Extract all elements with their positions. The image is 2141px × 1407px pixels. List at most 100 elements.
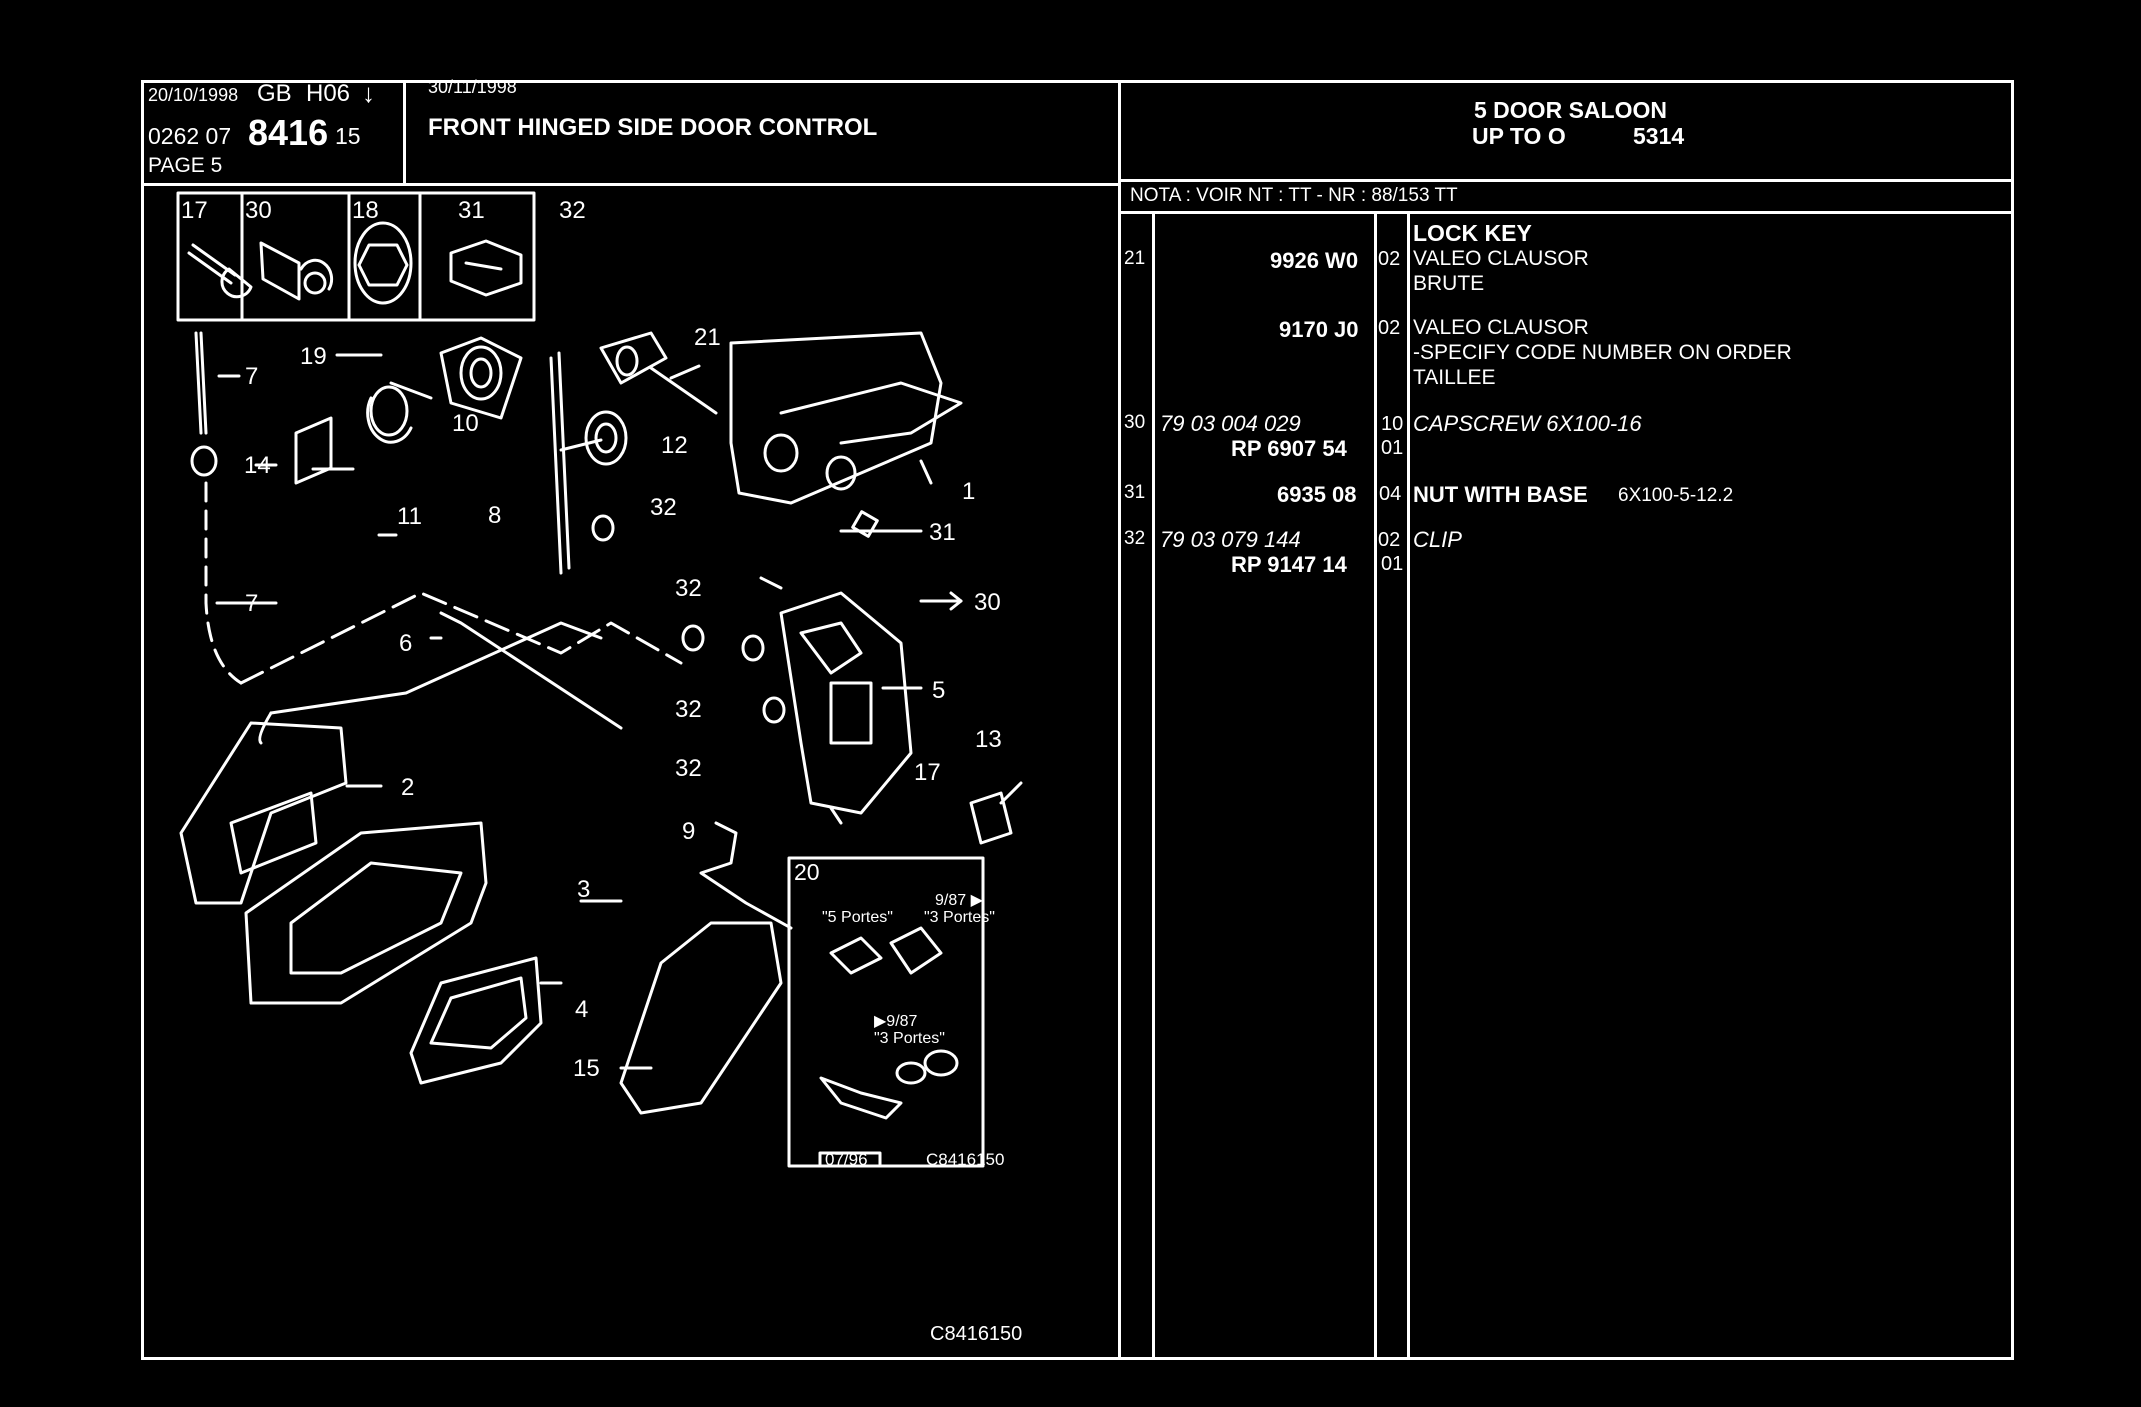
clip-icon bbox=[449, 239, 523, 297]
note-line: NOTA : VOIR NT : TT - NR : 88/153 TT bbox=[1130, 185, 1458, 206]
latch-5 bbox=[779, 591, 913, 815]
callout-17: 17 bbox=[181, 197, 208, 224]
callout-6: 6 bbox=[399, 630, 412, 657]
callout-1: 1 bbox=[962, 478, 975, 505]
callout-30: 30 bbox=[245, 197, 272, 224]
inset-label-3-portes-top: "3 Portes" bbox=[924, 909, 995, 926]
callout-32: 32 bbox=[675, 575, 702, 602]
part-qty: 01 bbox=[1381, 437, 1404, 459]
callout-32: 32 bbox=[650, 494, 677, 521]
part-desc: LOCK KEY bbox=[1413, 220, 1532, 246]
callout-31: 31 bbox=[458, 197, 485, 224]
callout-4: 4 bbox=[575, 996, 588, 1023]
part-qty: 10 bbox=[1381, 413, 1404, 435]
inset-label-5-portes: "5 Portes" bbox=[822, 909, 893, 926]
header-date-right: 30/11/1998 bbox=[428, 77, 517, 97]
callout-5: 5 bbox=[932, 677, 945, 704]
part-qty: 04 bbox=[1379, 483, 1402, 505]
callout-7: 7 bbox=[245, 590, 258, 617]
callout-3: 3 bbox=[577, 876, 590, 903]
key-21 bbox=[599, 331, 718, 415]
header-region: GB bbox=[257, 80, 292, 107]
down-arrow-icon: ↓ bbox=[362, 78, 375, 108]
callout-31: 31 bbox=[929, 519, 956, 546]
model-line2-b: 5314 bbox=[1633, 123, 1685, 149]
part-qty: 02 bbox=[1378, 317, 1401, 339]
part-number: 79 03 079 144 bbox=[1160, 527, 1301, 552]
part-desc: TAILLEE bbox=[1413, 366, 1496, 389]
rod-6 bbox=[269, 621, 603, 715]
header-ref-main: 8416 bbox=[248, 112, 329, 153]
inset-label-9-87-left: ▶9/87 bbox=[874, 1013, 918, 1030]
inset-label-3-portes-bottom: "3 Portes" bbox=[874, 1030, 945, 1047]
header-divider-right bbox=[1118, 179, 2014, 182]
part-desc: VALEO CLAUSOR bbox=[1413, 316, 1589, 339]
callout-17: 17 bbox=[914, 759, 941, 786]
header-ref-prefix: 0262 07 bbox=[148, 123, 232, 149]
callout-30: 30 bbox=[974, 589, 1001, 616]
bezel-4 bbox=[409, 956, 543, 1085]
callout-32: 32 bbox=[675, 755, 702, 782]
callout-8: 8 bbox=[488, 502, 501, 529]
clip-11 bbox=[294, 416, 333, 485]
header-ref-suffix: 15 bbox=[335, 123, 361, 149]
diagram-code: C8416150 bbox=[930, 1323, 1022, 1345]
part-number: 79 03 004 029 bbox=[1160, 411, 1301, 436]
inset-number: 20 bbox=[794, 859, 820, 885]
part-number: 6935 08 bbox=[1277, 482, 1357, 507]
lock-10 bbox=[439, 336, 523, 420]
model-line1: 5 DOOR SALOON bbox=[1474, 97, 1667, 123]
model-line2-a: UP TO O bbox=[1472, 123, 1566, 149]
col-line-number bbox=[1374, 211, 1377, 1360]
callout-12: 12 bbox=[661, 432, 688, 459]
lock-barrel-icon bbox=[259, 241, 334, 301]
panel-divider bbox=[1118, 80, 1121, 1360]
part-ref: 32 bbox=[1124, 528, 1146, 549]
part-qty: 01 bbox=[1381, 553, 1404, 575]
rod-9 bbox=[699, 821, 793, 930]
callout-7: 7 bbox=[245, 363, 258, 390]
callout-11: 11 bbox=[397, 503, 422, 530]
header-cell-divider bbox=[403, 80, 406, 183]
inset-date: 07/96 bbox=[825, 1150, 868, 1169]
capscrew-icon bbox=[187, 243, 253, 299]
part-desc-extra: 6X100-5-12.2 bbox=[1618, 485, 1734, 506]
rod-8 bbox=[549, 351, 571, 575]
inset-label-9-87-right: 9/87 ▶ bbox=[935, 892, 984, 909]
col-line-qty bbox=[1407, 211, 1410, 1360]
part-number: RP 6907 54 bbox=[1231, 436, 1347, 461]
part-desc: CAPSCREW 6X100-16 bbox=[1413, 411, 1642, 436]
lock-mechanism-1 bbox=[729, 331, 943, 505]
header-page: PAGE 5 bbox=[148, 154, 223, 177]
handle-2 bbox=[179, 721, 348, 905]
part-ref: 21 bbox=[1124, 248, 1146, 269]
callout-15: 15 bbox=[573, 1055, 600, 1082]
header-date-left: 20/10/1998 bbox=[148, 85, 239, 105]
callout-2: 2 bbox=[401, 774, 414, 801]
thumbnail-box bbox=[176, 191, 422, 322]
part-desc: NUT WITH BASE bbox=[1413, 482, 1588, 507]
page-title: FRONT HINGED SIDE DOOR CONTROL bbox=[428, 114, 878, 141]
col-line-ref bbox=[1152, 211, 1155, 1360]
part-13 bbox=[969, 781, 1023, 845]
part-qty: 02 bbox=[1378, 248, 1401, 270]
part-ref: 31 bbox=[1124, 482, 1146, 503]
inset-box bbox=[787, 856, 985, 1168]
part-desc: CLIP bbox=[1413, 527, 1462, 552]
callout-21: 21 bbox=[694, 324, 721, 351]
inset-parts bbox=[829, 926, 943, 975]
callout-14: 14 bbox=[244, 452, 271, 479]
callout-32: 32 bbox=[675, 696, 702, 723]
nut-icon bbox=[353, 221, 413, 305]
callout-32: 32 bbox=[559, 197, 586, 224]
header-divider-left bbox=[141, 183, 1118, 186]
part-desc: BRUTE bbox=[1413, 272, 1485, 295]
part-desc: VALEO CLAUSOR bbox=[1413, 247, 1589, 270]
part-number: 9170 J0 bbox=[1279, 317, 1359, 342]
callout-18: 18 bbox=[352, 197, 379, 224]
ring-12 bbox=[584, 410, 628, 466]
header-code: H06 bbox=[306, 80, 351, 107]
part-number: 9926 W0 bbox=[1270, 248, 1359, 273]
housing-15 bbox=[619, 921, 783, 1115]
callout-9: 9 bbox=[682, 818, 695, 845]
